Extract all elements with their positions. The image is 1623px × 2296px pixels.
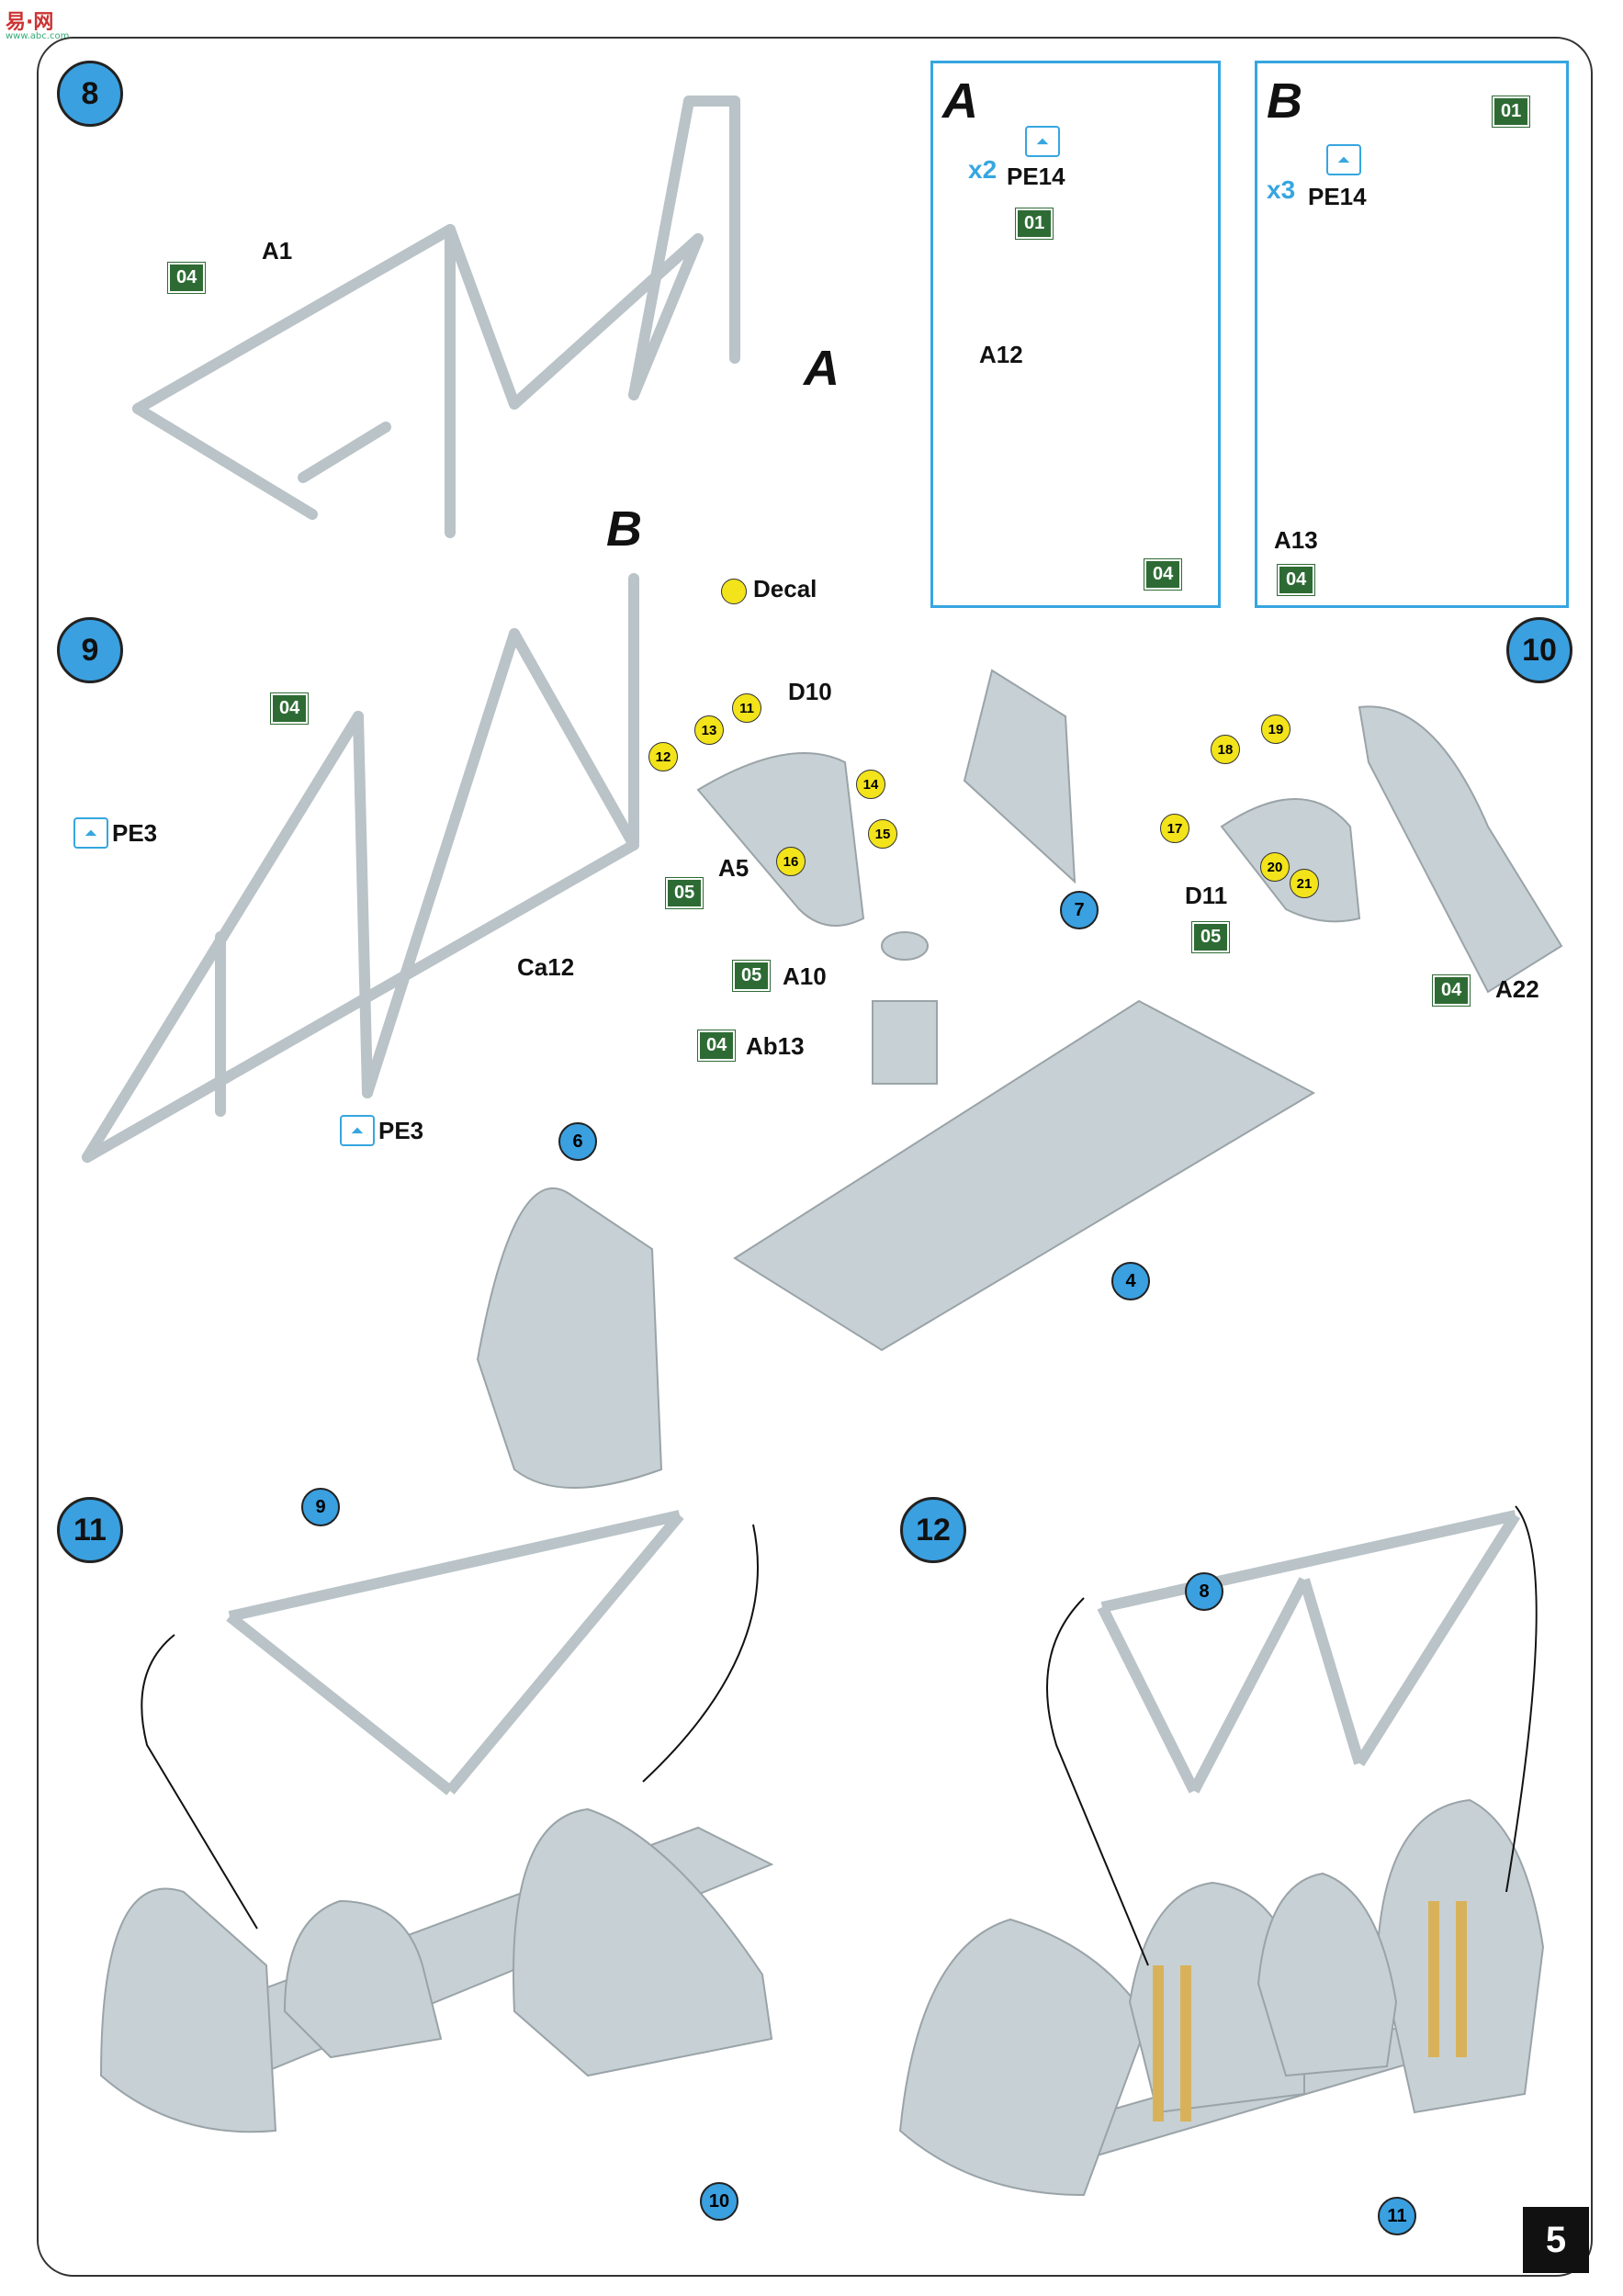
colour-code-05: 05: [664, 877, 704, 909]
part-a22-label: A22: [1495, 975, 1539, 1003]
part-d10-label: D10: [788, 678, 832, 705]
step9-frame-drawing: [82, 573, 639, 1163]
part-a12-label: A12: [979, 341, 1023, 368]
decal-21: 21: [1290, 869, 1319, 898]
part-a10-label: A10: [783, 962, 827, 990]
multiplier-x3: x3: [1267, 175, 1296, 204]
decal-17: 17: [1160, 814, 1189, 843]
part-ca12-label: Ca12: [517, 953, 575, 981]
part-a5-label: A5: [718, 854, 750, 882]
decal-16: 16: [776, 847, 806, 876]
callout-b-marker: B: [606, 501, 642, 557]
colour-code-04: 04: [696, 1030, 737, 1062]
decal-11: 11: [732, 693, 761, 723]
step12-assembly-drawing: [898, 1505, 1545, 2197]
colour-code-04: 04: [1431, 974, 1471, 1007]
step-12-badge: 12: [900, 1497, 966, 1563]
photoetch-icon: ⏶: [340, 1115, 375, 1146]
callout-b-box: B 01 ⏶ x3 PE14 A13 04: [1255, 61, 1569, 608]
part-pe3-label: PE3: [378, 1117, 424, 1144]
step-10-badge: 10: [1506, 617, 1572, 683]
step-11-badge: 11: [57, 1497, 123, 1563]
part-pe3-label: PE3: [112, 819, 158, 847]
colour-code-05: 05: [1190, 921, 1231, 953]
step-9-badge: 9: [57, 617, 123, 683]
callout-a-box: A ⏶ x2 PE14 01 A12 04: [930, 61, 1221, 608]
colour-code-04: 04: [1143, 558, 1183, 591]
step8-frame-drawing: [132, 96, 740, 538]
photoetch-icon: ⏶: [73, 817, 108, 849]
multiplier-x2: x2: [968, 155, 997, 184]
page-number: 5: [1523, 2207, 1589, 2273]
callout-a-title: A: [942, 73, 978, 129]
decal-20: 20: [1260, 852, 1290, 882]
subassembly-ref-10: 10: [700, 2182, 738, 2221]
subassembly-ref-8: 8: [1185, 1572, 1223, 1611]
callout-a-marker: A: [804, 341, 840, 396]
decal-13: 13: [694, 715, 724, 745]
decal-12: 12: [648, 742, 678, 771]
step-8-badge: 8: [57, 61, 123, 127]
colour-code-04: 04: [166, 262, 207, 294]
watermark-logo: 易·网: [6, 11, 54, 34]
part-a13-label: A13: [1274, 526, 1318, 554]
subassembly-ref-4: 4: [1111, 1262, 1150, 1300]
decal-14: 14: [856, 770, 885, 799]
colour-code-04: 04: [1276, 564, 1316, 596]
page-frame: [37, 37, 1593, 2277]
decal-19: 19: [1261, 715, 1291, 744]
subassembly-ref-11: 11: [1378, 2197, 1416, 2235]
decal-legend-label: Decal: [753, 575, 817, 602]
subassembly-ref-9: 9: [301, 1488, 340, 1526]
photoetch-icon: ⏶: [1025, 126, 1060, 157]
part-pe14-label: PE14: [1007, 163, 1065, 190]
subassembly-ref-7: 7: [1060, 891, 1099, 929]
colour-code-01: 01: [1491, 96, 1531, 128]
colour-code-01: 01: [1014, 208, 1054, 240]
part-a1-label: A1: [262, 237, 293, 264]
decal-18: 18: [1211, 735, 1240, 764]
decal-15: 15: [868, 819, 897, 849]
part-d11-label: D11: [1185, 882, 1228, 909]
part-pe14-label: PE14: [1308, 183, 1367, 210]
watermark-url: www.abc.com: [6, 31, 70, 41]
step11-assembly-drawing: [99, 1510, 774, 2133]
decal-legend-dot: [721, 579, 747, 604]
step10-cockpit-drawing: [476, 669, 1563, 1489]
colour-code-04: 04: [269, 692, 310, 725]
callout-b-title: B: [1267, 73, 1302, 129]
photoetch-icon: ⏶: [1326, 144, 1361, 175]
colour-code-05: 05: [731, 960, 772, 992]
subassembly-ref-6: 6: [558, 1122, 597, 1161]
part-ab13-label: Ab13: [746, 1032, 805, 1060]
